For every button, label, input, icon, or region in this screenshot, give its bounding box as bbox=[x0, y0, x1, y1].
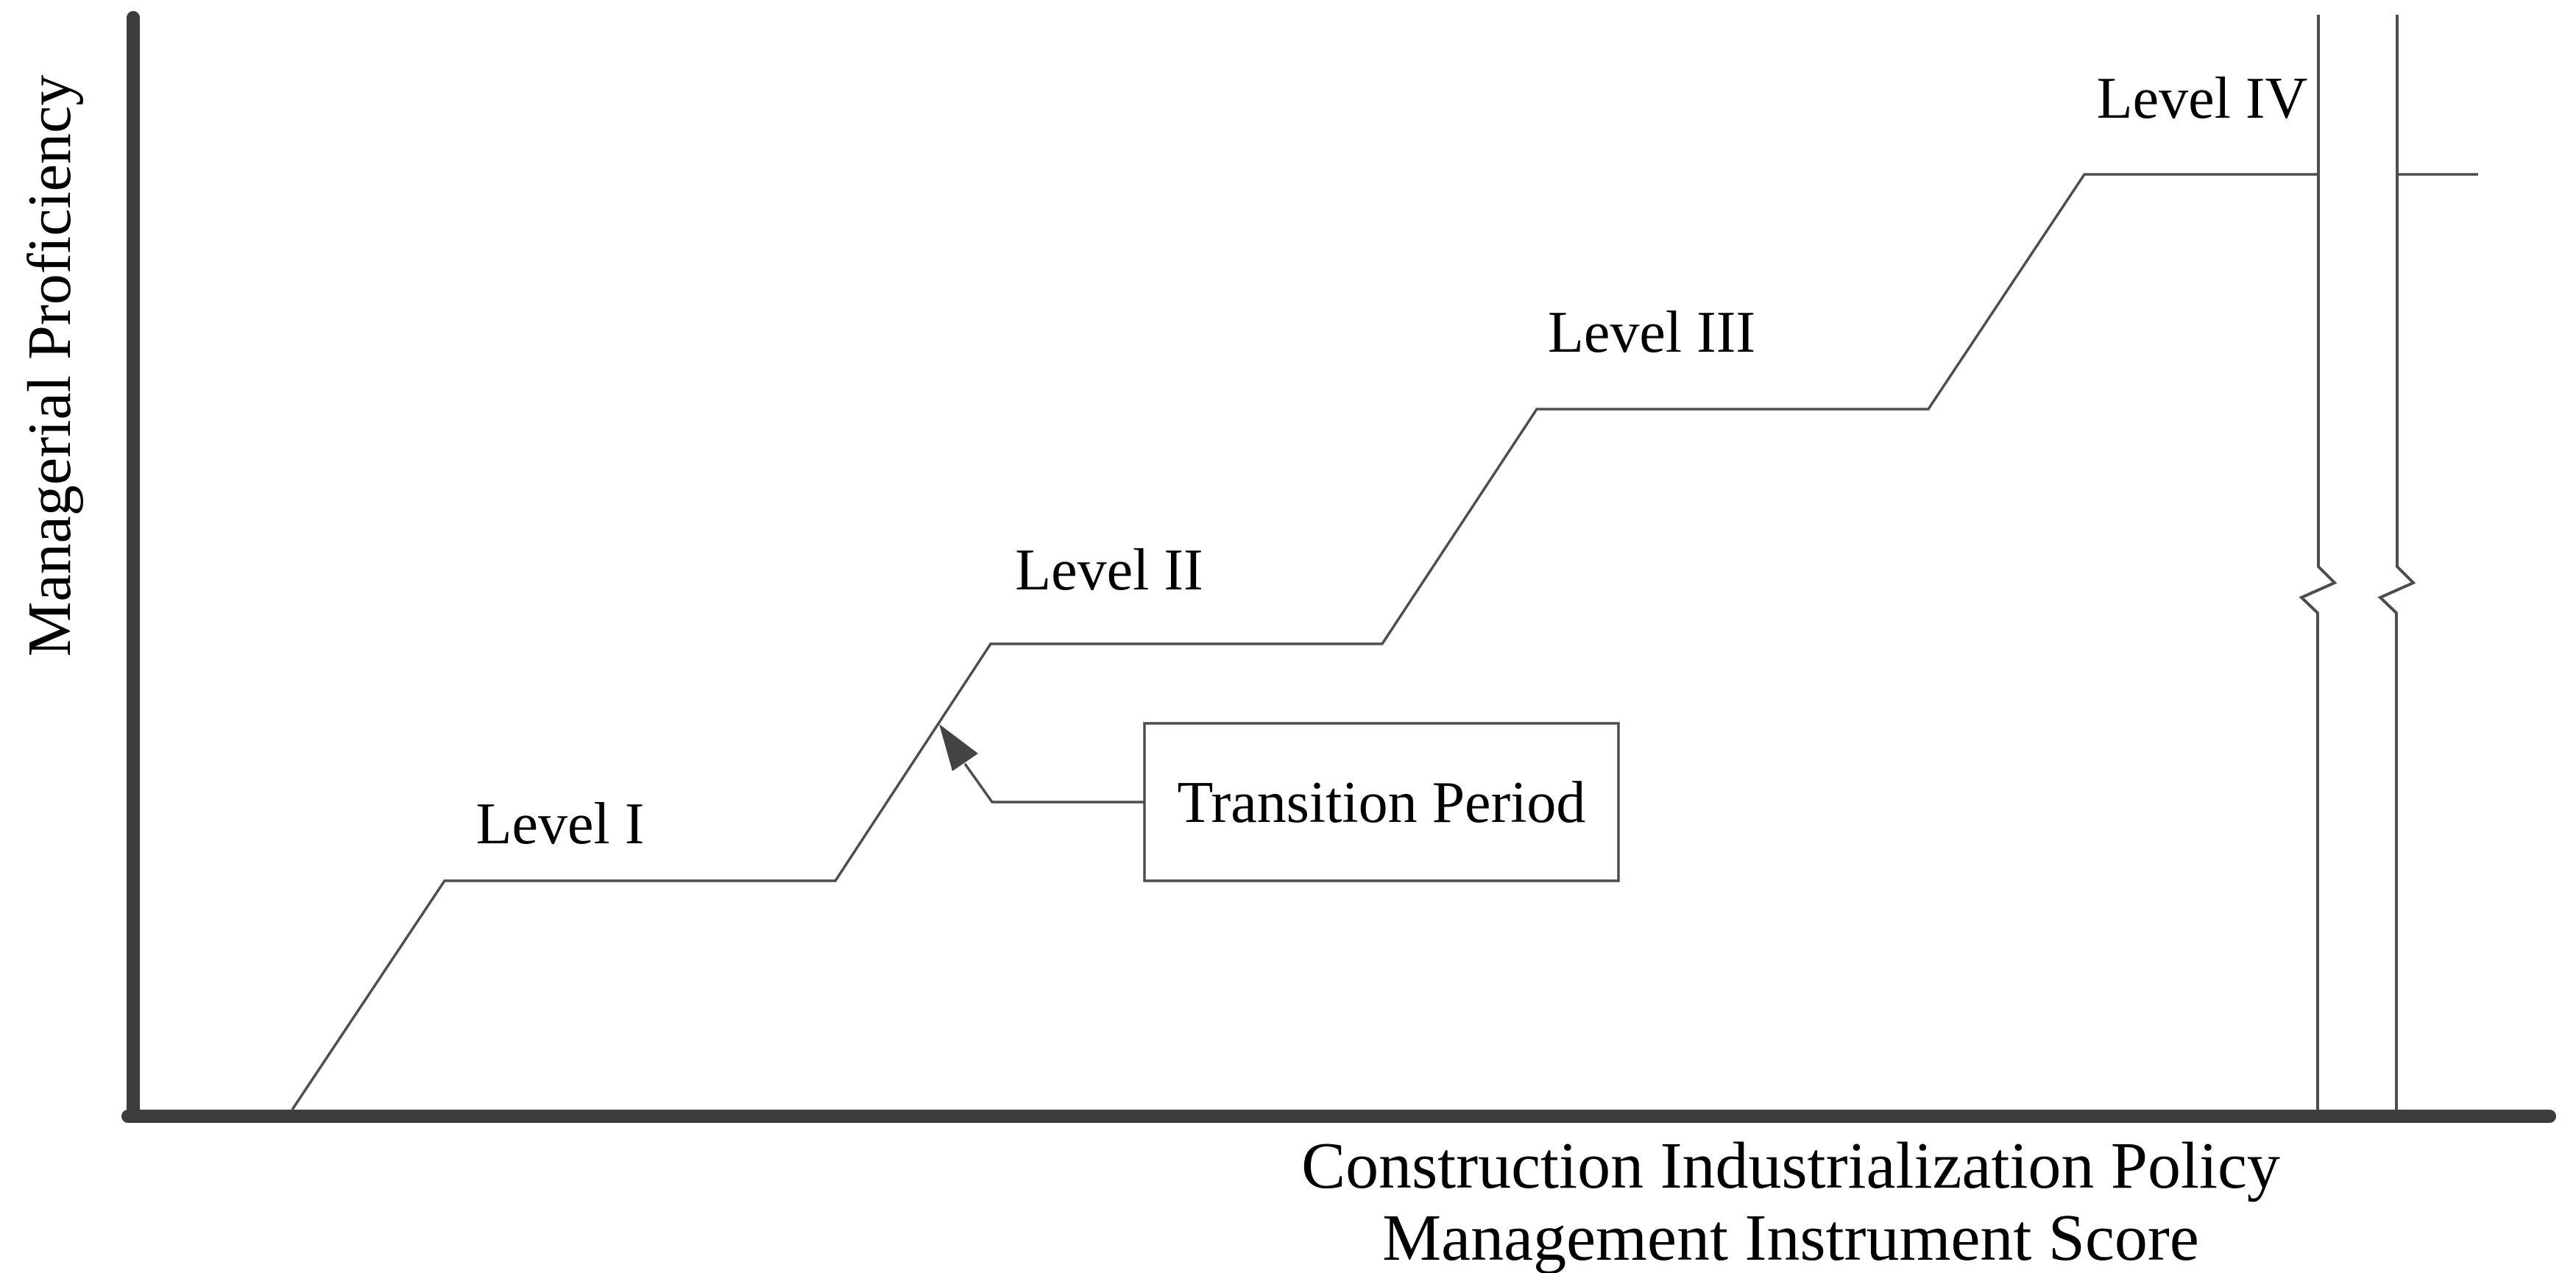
x-axis-title-line-1: Construction Industrialization Policy bbox=[1301, 1130, 2280, 1202]
level-3-label: Level III bbox=[1548, 300, 1755, 365]
y-axis-title: Managerial Proficiency bbox=[15, 75, 84, 657]
transition-arrowhead-icon bbox=[939, 724, 978, 771]
transition-period-box bbox=[1143, 722, 1620, 882]
level-4-label: Level IV bbox=[2097, 66, 2308, 131]
x-axis-title-line-2: Management Instrument Score bbox=[1382, 1202, 2199, 1273]
transition-period-label: Transition Period bbox=[1178, 770, 1586, 835]
transition-arrow-leader bbox=[963, 762, 1144, 804]
axis-break-line-right bbox=[2377, 15, 2416, 1110]
axis-break-line-left bbox=[2299, 15, 2338, 1110]
level-1-label: Level I bbox=[476, 792, 645, 857]
step-curve bbox=[291, 173, 2317, 1110]
level-2-label: Level II bbox=[1015, 538, 1203, 603]
